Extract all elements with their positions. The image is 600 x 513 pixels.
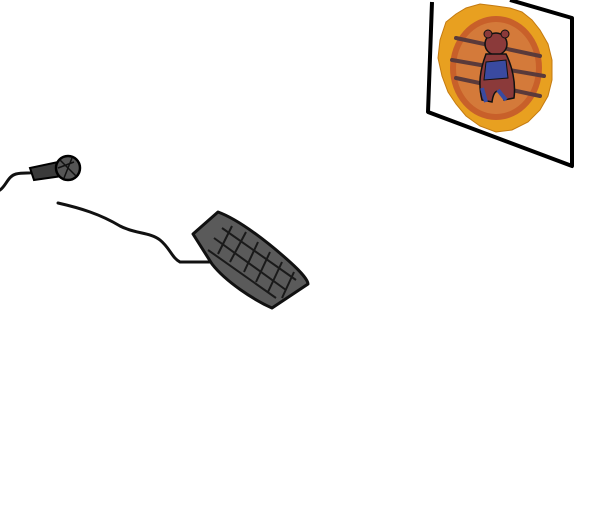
- keyboard-icon: [191, 210, 310, 310]
- poster-art-icon: [437, 3, 553, 133]
- wall-poster: [426, 0, 574, 168]
- keyboard-cable: [56, 201, 214, 264]
- microphone-cable: [0, 170, 38, 192]
- microphone-icon: [28, 154, 82, 182]
